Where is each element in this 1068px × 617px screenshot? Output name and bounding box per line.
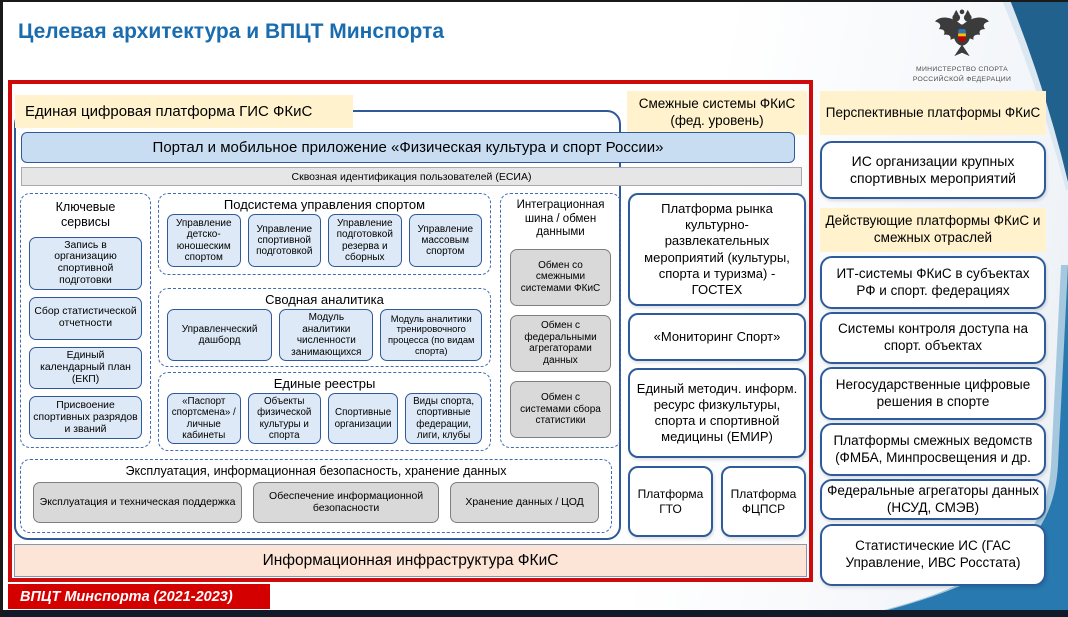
key-services-title: Ключевые сервисы <box>55 200 116 229</box>
bottom-strip <box>0 610 1068 617</box>
sport-mgmt-item: Управление спортивной подготовкой <box>247 214 321 267</box>
corner-decoration-bottom-right <box>883 265 1068 610</box>
section-analytics: Сводная аналитика Управленческий дашборд… <box>158 288 491 367</box>
esia-bar: Сквозная идентификация пользователей (ЕС… <box>21 167 802 186</box>
registry-item: «Паспорт спортсмена» / личные кабинеты <box>167 393 241 444</box>
platform-label: Единая цифровая платформа ГИС ФКиС <box>15 95 353 128</box>
analytics-title: Сводная аналитика <box>265 292 384 307</box>
ministry-emblem-icon <box>935 9 989 57</box>
operations-item: Обеспечение информационной безопасности <box>253 481 440 523</box>
operations-item: Эксплуатация и техническая поддержка <box>33 481 243 523</box>
ministry-name-line2: РОССИЙСКОЙ ФЕДЕРАЦИИ <box>912 75 1012 83</box>
registry-item: Спортивные организации <box>328 393 399 444</box>
adjacent-system-card: «Мониторинг Спорт» <box>628 313 806 361</box>
section-registries: Единые реестры «Паспорт спортсмена» / ли… <box>158 372 491 451</box>
active-platforms-header: Действующие платформы ФКиС и смежных отр… <box>820 208 1046 252</box>
sport-mgmt-item: Управление детско-юношеским спортом <box>167 214 241 267</box>
adjacent-systems-header: Смежные системы ФКиС (фед. уровень) <box>627 91 807 135</box>
section-operations: Эксплуатация, информационная безопасност… <box>20 459 612 533</box>
active-platform-card: Платформы смежных ведомств (ФМБА, Минпро… <box>820 423 1046 476</box>
integration-item: Обмен с федеральными агрегаторами данных <box>510 314 611 372</box>
ministry-logo: МИНИСТЕРСТВО СПОРТА РОССИЙСКОЙ ФЕДЕРАЦИИ <box>910 8 1014 84</box>
active-platform-card: Негосударственные цифровые решения в спо… <box>820 367 1046 420</box>
adjacent-system-card: Единый методич. информ. ресурс физкульту… <box>628 368 806 458</box>
integration-item: Обмен с системами сбора статистики <box>510 380 611 439</box>
key-service-item: Сбор статистической отчетности <box>29 296 142 340</box>
active-platform-card: Федеральные агрегаторы данных (НСУД, СМЭ… <box>820 479 1046 520</box>
section-key-services: Ключевые сервисы Запись в организацию сп… <box>20 193 151 448</box>
analytics-item: Модуль аналитики тренировочного процесса… <box>380 309 482 361</box>
active-platform-card: Системы контроля доступа на спорт. объек… <box>820 312 1046 364</box>
integration-bus-title: Интеграционная шина / обмен данными <box>516 199 605 239</box>
architecture-frame <box>8 80 813 582</box>
section-sport-management: Подсистема управления спортом Управление… <box>158 193 491 275</box>
corner-decoration-top-right <box>1002 0 1068 190</box>
page-title: Целевая архитектура и ВПЦТ Минспорта <box>18 20 445 43</box>
key-service-item: Единый календарный план (ЕКП) <box>29 346 142 390</box>
infrastructure-bar: Информационная инфраструктура ФКиС <box>14 544 807 577</box>
left-edge <box>0 0 3 617</box>
sport-management-title: Подсистема управления спортом <box>223 197 426 212</box>
section-integration-bus: Интеграционная шина / обмен данными Обме… <box>500 193 621 448</box>
analytics-item: Модуль аналитики численности занимающихс… <box>279 309 374 361</box>
top-edge <box>0 0 1068 2</box>
active-platform-card: Статистические ИС (ГАС Управление, ИВС Р… <box>820 524 1046 586</box>
registries-title: Единые реестры <box>273 376 376 391</box>
analytics-item: Управленческий дашборд <box>167 309 273 361</box>
platform-fcpsr-card: Платформа ФЦПСР <box>721 466 806 537</box>
operations-title: Эксплуатация, информационная безопасност… <box>125 464 507 478</box>
integration-item: Обмен со смежными системами ФКиС <box>510 248 611 306</box>
registry-item: Объекты физической культуры и спорта <box>247 393 321 444</box>
ministry-name-line1: МИНИСТЕРСТВО СПОРТА <box>916 66 1008 73</box>
prospective-platforms-header: Перспективные платформы ФКиС <box>820 91 1046 135</box>
key-service-item: Присвоение спортивных разрядов и званий <box>29 396 142 439</box>
active-platform-card: ИТ-системы ФКиС в субъектах РФ и спорт. … <box>820 256 1046 309</box>
sport-mgmt-item: Управление подготовкой резерва и сборных <box>328 214 402 267</box>
footer-badge: ВПЦТ Минспорта (2021-2023) <box>8 584 270 609</box>
portal-banner: Портал и мобильное приложение «Физическа… <box>21 132 795 163</box>
key-service-item: Запись в организацию спортивной подготов… <box>29 236 142 290</box>
prospective-platform-card: ИС организации крупных спортивных меропр… <box>820 141 1046 199</box>
registry-item: Виды спорта, спортивные федерации, лиги,… <box>405 393 482 444</box>
platform-gto-card: Платформа ГТО <box>628 466 713 537</box>
platform-label-text: Единая цифровая платформа ГИС ФКиС <box>25 103 313 120</box>
sport-mgmt-item: Управление массовым спортом <box>408 214 482 267</box>
operations-item: Хранение данных / ЦОД <box>450 481 599 523</box>
adjacent-system-card: Платформа рынка культурно-развлекательны… <box>628 193 806 306</box>
